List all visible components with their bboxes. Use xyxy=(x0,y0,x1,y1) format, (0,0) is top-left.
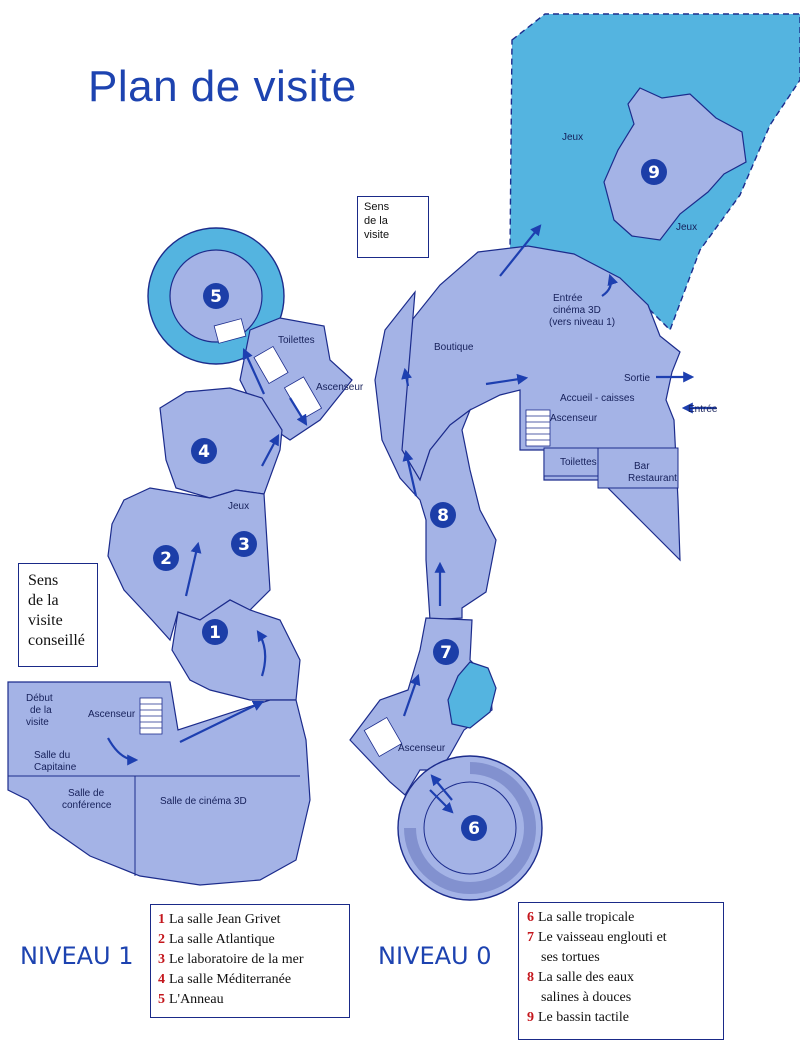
labels-level0: Jeux Jeux Entrée cinéma 3D (vers niveau … xyxy=(398,132,718,754)
legend-label: L'Anneau xyxy=(169,992,224,1007)
legend-label: La salle Atlantique xyxy=(169,932,275,947)
legend-label: La salle Jean Grivet xyxy=(169,912,281,927)
legend-number: 9 xyxy=(527,1010,534,1025)
label-jeux-right: Jeux xyxy=(676,222,697,233)
legend-label: La salle des eaux xyxy=(538,970,635,985)
legend-item: 7 Le vaisseau englouti et xyxy=(527,928,723,948)
room-4-mediterranean xyxy=(159,387,283,499)
label-capitaine-1: Salle du xyxy=(34,750,70,761)
legend-level0: 6 La salle tropicale 7 Le vaisseau englouti… xyxy=(518,902,724,1040)
label-ascenseur-n1-bottom: Ascenseur xyxy=(88,709,136,720)
marker-2-label: 2 xyxy=(160,549,172,569)
marker-3 xyxy=(231,531,257,557)
label-cinema-n1: Salle de cinéma 3D xyxy=(160,796,247,807)
label-conference-1: Salle de xyxy=(68,788,105,799)
stairs-level0 xyxy=(363,409,551,758)
marker-6 xyxy=(461,815,487,841)
label-toilettes-n1: Toilettes xyxy=(278,335,315,346)
legend-number: 6 xyxy=(527,910,534,925)
marker-8-label: 8 xyxy=(437,506,449,526)
marker-3-label: 3 xyxy=(238,535,250,555)
marker-1-label: 1 xyxy=(209,623,221,643)
label-entree-cinema-3: (vers niveau 1) xyxy=(549,317,615,328)
legend-label: Le laboratoire de la mer xyxy=(169,952,304,967)
legend-number: 7 xyxy=(527,930,534,945)
marker-9 xyxy=(641,159,667,185)
legend-number: 4 xyxy=(158,972,165,987)
label-debut-2: de la xyxy=(30,705,52,716)
label-entree: Entrée xyxy=(688,404,718,415)
marker-6-label: 6 xyxy=(468,819,480,839)
marker-1 xyxy=(202,619,228,645)
label-ascenseur-n0-bottom: Ascenseur xyxy=(398,743,446,754)
legend-item: 2 La salle Atlantique xyxy=(158,930,349,950)
marker-7 xyxy=(433,639,459,665)
legend-item: salines à douces xyxy=(527,988,723,1008)
legend-item: 8 La salle des eaux xyxy=(527,968,723,988)
direction-box1-line2: de la xyxy=(28,592,59,609)
direction-box-level1: Sens de la visite conseillé xyxy=(18,563,98,667)
legend-number: 3 xyxy=(158,952,165,967)
label-bar: Bar xyxy=(634,461,650,472)
direction-box0-line2: de la xyxy=(364,215,388,227)
label-ascenseur-n0: Ascenseur xyxy=(550,413,598,424)
legend-item: 1 La salle Jean Grivet xyxy=(158,910,349,930)
label-debut-3: visite xyxy=(26,717,49,728)
direction-box0-line1: Sens xyxy=(364,201,390,213)
legend-number: 8 xyxy=(527,970,534,985)
legend-level1: 1 La salle Jean Grivet 2 La salle Atlantiqu… xyxy=(150,904,350,1018)
legend-label: ses tortues xyxy=(541,950,600,965)
legend-label: La salle tropicale xyxy=(538,910,635,925)
legend-label: salines à douces xyxy=(541,990,632,1005)
legend-number: 5 xyxy=(158,992,165,1007)
tactile-island xyxy=(603,87,747,241)
marker-7-label: 7 xyxy=(440,643,452,663)
labels-level1: Toilettes Ascenseur Jeux Début de la vis… xyxy=(26,335,364,811)
direction-box0-line3: visite xyxy=(364,229,390,241)
label-jeux-n1: Jeux xyxy=(228,501,249,512)
label-capitaine-2: Capitaine xyxy=(34,762,77,773)
level1-cinema-wing xyxy=(7,681,311,886)
legend-item: 3 Le laboratoire de la mer xyxy=(158,950,349,970)
legend-number: 1 xyxy=(158,912,165,927)
direction-box1-line4: conseillé xyxy=(28,632,85,649)
marker-4 xyxy=(191,438,217,464)
marker-5-label: 5 xyxy=(210,287,222,307)
legend-item: ses tortues xyxy=(527,948,723,968)
marker-9-label: 9 xyxy=(648,163,660,183)
label-entree-cinema-1: Entrée xyxy=(553,293,583,304)
label-entree-cinema-2: cinéma 3D xyxy=(553,305,601,316)
label-ascenseur-n1-top: Ascenseur xyxy=(316,382,364,393)
level-1-heading: NIVEAU 1 xyxy=(20,942,134,970)
visit-direction-arrows xyxy=(107,203,716,814)
label-debut-1: Début xyxy=(26,693,53,704)
legend-item: 4 La salle Méditerranée xyxy=(158,970,349,990)
label-restaurant: Restaurant xyxy=(628,473,677,484)
legend-label: Le bassin tactile xyxy=(538,1010,629,1025)
marker-2 xyxy=(153,545,179,571)
legend-number: 2 xyxy=(158,932,165,947)
label-toilettes-n0: Toilettes xyxy=(560,457,597,468)
legend-item: 6 La salle tropicale xyxy=(527,908,723,928)
level-0-heading: NIVEAU 0 xyxy=(378,942,492,970)
label-conference-2: conférence xyxy=(62,800,112,811)
label-accueil: Accueil - caisses xyxy=(560,393,634,404)
direction-box1-line1: Sens xyxy=(28,572,59,589)
label-boutique: Boutique xyxy=(434,342,474,353)
legend-item: 9 Le bassin tactile xyxy=(527,1008,723,1028)
label-sortie: Sortie xyxy=(624,373,651,384)
marker-4-label: 4 xyxy=(198,442,210,462)
turtle-pool xyxy=(447,661,497,729)
marker-5 xyxy=(203,283,229,309)
page-title: Plan de visite xyxy=(88,62,357,111)
label-jeux-top: Jeux xyxy=(562,132,583,143)
legend-label: Le vaisseau englouti et xyxy=(538,930,667,945)
legend-label: La salle Méditerranée xyxy=(169,972,292,987)
direction-box-level0: Sens de la visite xyxy=(357,196,429,258)
room-markers: 1 2 3 4 5 6 7 8 9 xyxy=(153,159,667,841)
marker-8 xyxy=(430,502,456,528)
legend-item: 5 L'Anneau xyxy=(158,990,349,1010)
direction-box1-line3: visite xyxy=(28,612,63,629)
